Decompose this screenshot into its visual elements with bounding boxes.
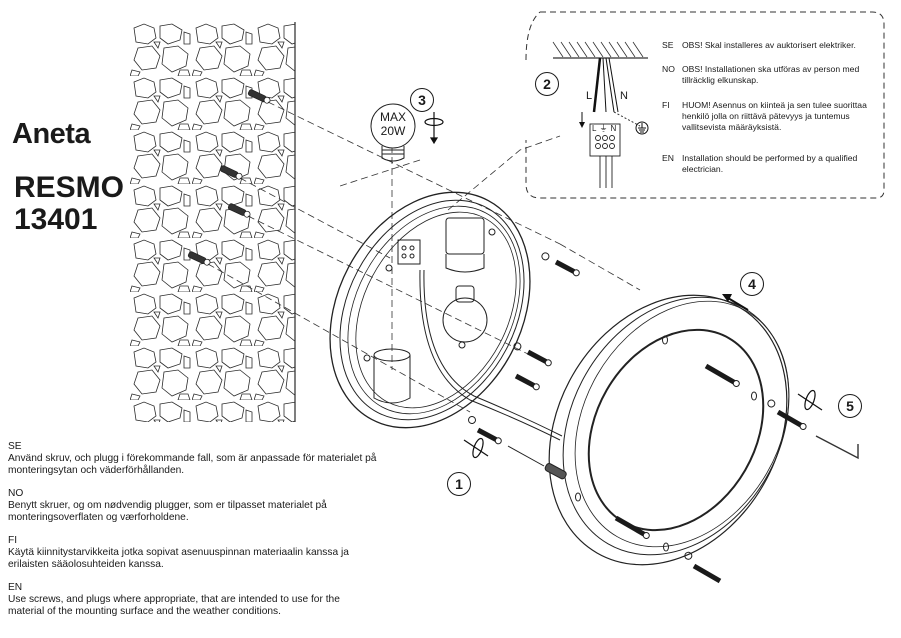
product-number: 13401 — [14, 203, 98, 236]
allen-key — [815, 435, 859, 460]
supply-wires — [592, 57, 619, 113]
note-code: EN — [662, 153, 674, 163]
step-2-badge: 2 — [535, 72, 559, 96]
note-code: SE — [662, 40, 674, 50]
note-text: Installation should be performed by a qu… — [682, 153, 858, 175]
cover-screws — [614, 363, 807, 584]
front-cover — [548, 294, 790, 566]
terminal-block — [589, 123, 621, 188]
note-en: EN Installation should be performed by a… — [662, 153, 888, 175]
push-arrow-icon — [722, 294, 749, 311]
instruction-language: SE — [8, 441, 22, 452]
instruction-language: FI — [8, 535, 18, 546]
allen-key-rotate-icon — [797, 389, 823, 411]
neutral-wire-label: N — [620, 90, 628, 102]
note-no: NO OBS! Installationen ska utföras av pe… — [662, 64, 888, 86]
brand-name: Aneta — [12, 118, 91, 150]
step-3-badge: 3 — [410, 88, 434, 112]
down-arrow-icon — [579, 112, 585, 128]
note-code: FI — [662, 100, 670, 110]
terminal-live: L — [592, 124, 600, 133]
wiring-detail-panel — [525, 11, 885, 199]
terminal-neutral: N — [610, 124, 620, 133]
instruction-text: Use screws, and plugs where appropriate,… — [8, 594, 340, 618]
back-plate — [329, 191, 563, 441]
bulb-label-line2: 20W — [380, 124, 406, 138]
note-text: OBS! Skal installeres av auktorisert ele… — [682, 40, 856, 50]
mounting-instruction-fi: FI Käytä kiinnitystarvikkeita jotka sopi… — [8, 535, 378, 572]
ground-symbol-icon — [635, 121, 649, 135]
product-name: RESMO — [14, 171, 125, 204]
instruction-language: EN — [8, 582, 23, 593]
note-se: SE OBS! Skal installeres av auktorisert … — [662, 40, 888, 51]
step-1-badge: 1 — [447, 472, 471, 496]
mounting-instruction-en: EN Use screws, and plugs where appropria… — [8, 582, 378, 619]
bulb-label-line1: MAX — [379, 110, 406, 124]
mounting-instruction-se: SE Använd skruv, och plugg i förekommand… — [8, 441, 378, 478]
bulb-max-label: MAX 20W — [370, 110, 416, 138]
note-fi: FI HUOM! Asennus on kiinteä ja sen tulee… — [662, 100, 888, 134]
screwdriver-rotate-icon — [463, 437, 489, 459]
terminal-earth: ⏚ — [599, 124, 611, 133]
ceiling-hatch — [552, 41, 648, 59]
screws — [467, 252, 580, 445]
instruction-text: Benytt skruer, og om nødvendig plugger, … — [8, 500, 327, 524]
wall-plugs — [187, 89, 271, 266]
note-text: HUOM! Asennus on kiinteä ja sen tulee su… — [682, 100, 867, 133]
max-bulb-icon — [370, 103, 416, 162]
instruction-text: Använd skruv, och plugg i förekommande f… — [8, 453, 377, 477]
instruction-language: NO — [8, 488, 24, 499]
note-code: NO — [662, 64, 675, 74]
instruction-text: Käytä kiinnitystarvikkeita jotka sopivat… — [8, 547, 349, 571]
step-5-badge: 5 — [838, 394, 862, 418]
step-4-badge: 4 — [740, 272, 764, 296]
stone-wall — [130, 22, 296, 422]
bulb-rotate-icon — [424, 112, 444, 145]
note-text: OBS! Installationen ska utföras av perso… — [682, 64, 860, 86]
live-wire-label: L — [586, 90, 593, 102]
terminal-labels: L⏚N — [592, 123, 619, 134]
screwdriver — [507, 445, 567, 480]
mounting-instruction-no: NO Benytt skruer, og om nødvendig plugge… — [8, 488, 378, 525]
product-title: RESMO 13401 — [14, 172, 124, 236]
aneta-sunburst-logo — [21, 31, 105, 113]
